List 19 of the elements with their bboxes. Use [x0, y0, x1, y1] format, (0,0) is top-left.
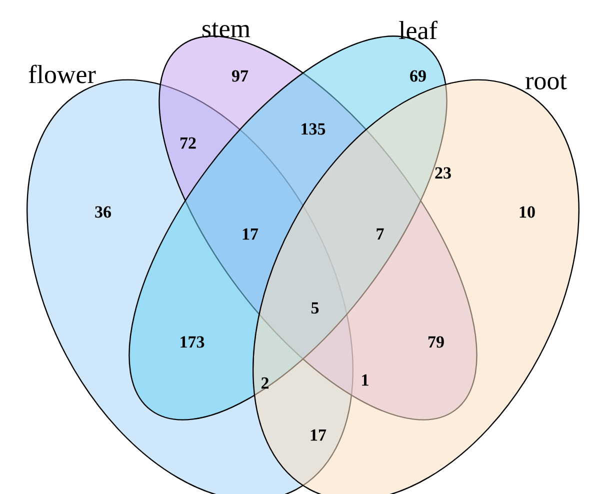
count-number: 1: [362, 374, 368, 386]
count-number: 17: [310, 429, 326, 441]
count-number: 79: [428, 336, 444, 348]
count-number: 135: [302, 123, 326, 135]
count-number: 69: [410, 70, 426, 82]
set-label: root: [526, 74, 567, 90]
count-number: 17: [242, 228, 258, 240]
count-number: 2: [261, 377, 269, 389]
count-number: 10: [520, 206, 535, 218]
count-number: 23: [435, 167, 451, 179]
set-label: leaf: [399, 20, 438, 40]
set-label: flower: [28, 64, 96, 84]
count-number: 5: [311, 302, 319, 314]
count-number: 7: [376, 228, 384, 240]
count-number: 97: [232, 70, 248, 82]
set-label: stem: [202, 22, 250, 38]
count-number: 72: [180, 137, 196, 149]
count-number: 36: [95, 206, 111, 218]
count-number: 173: [180, 336, 204, 348]
